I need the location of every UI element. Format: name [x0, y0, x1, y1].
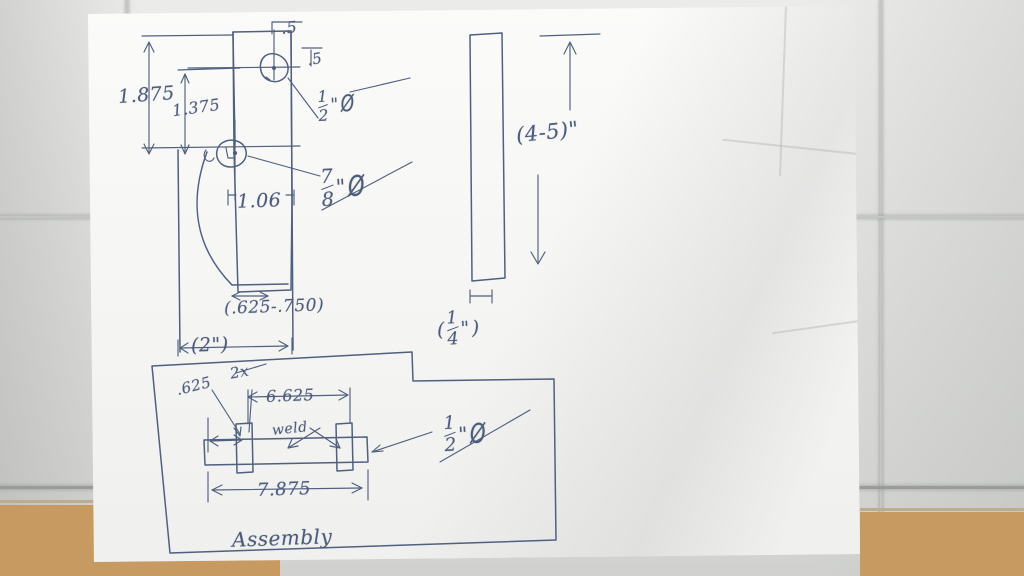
fraction-quarter: 1 4 — [445, 308, 460, 350]
wooden-ledge-right-edge — [860, 508, 1024, 511]
dim-label-top-05: .5 — [280, 17, 299, 38]
dim-1875-arrow-up — [143, 41, 155, 53]
large-hole-outline — [216, 139, 247, 168]
paren-open: ( — [436, 318, 446, 342]
unit-inch-mark: " — [335, 174, 347, 200]
dim-625-arrow-left — [209, 435, 219, 447]
leader-half-inch-hole — [287, 77, 319, 119]
unit-inch-mark: " — [329, 95, 340, 116]
assembly-title: Assembly — [231, 524, 333, 552]
fraction-half-bottom: 1 2 — [442, 412, 458, 456]
leader-half-inch-slash — [349, 77, 411, 93]
weld-leader-right-arrow — [329, 438, 341, 449]
dim-6625-arrow-left — [247, 391, 258, 403]
dim-label-625-750: (.625-.750) — [223, 295, 325, 319]
weld-leader-right — [309, 427, 341, 449]
grout-line-vertical-right — [880, 0, 882, 576]
dim-1375-arrow-up — [180, 73, 190, 84]
dim-2in-arrow-left — [179, 342, 189, 354]
small-hole-tick — [265, 76, 271, 81]
large-hole-tick — [225, 147, 236, 159]
centerline-through-large-hole — [141, 145, 301, 149]
dim-625-arrow-right — [233, 434, 243, 446]
unit-inch-mark: " — [457, 421, 469, 447]
assembly-right-tab — [335, 422, 354, 472]
plate-taper-edge — [196, 151, 233, 286]
wooden-ledge-right — [860, 512, 1024, 576]
dim-106-extension-ticks — [227, 189, 295, 206]
dim-6625-line — [247, 394, 349, 398]
plate-right-edge — [290, 30, 294, 351]
dim-45in-arrow-down — [530, 251, 546, 265]
plate-bottom-inner-edge — [231, 283, 289, 286]
hole-detail-hook — [203, 149, 215, 162]
qty-2x-slash — [235, 363, 267, 374]
diameter-icon: Ø — [340, 90, 356, 119]
callout-quarter-inch-thickness: ( 1 4 " ) — [436, 308, 481, 350]
dim-2in-extension-ticks — [177, 337, 293, 357]
dim-top-05-leader — [271, 21, 303, 35]
dim-1875-arrow-down — [143, 143, 155, 155]
dim-label-7875: 7.875 — [256, 478, 312, 501]
dim-625-leader-arrow — [233, 426, 242, 437]
dim-6625-arrow-right — [338, 389, 349, 401]
leader-bottom-half-inch-arrow — [371, 444, 384, 453]
dim-label-right-05: .5 — [305, 48, 324, 70]
dim-1375-top-extension — [177, 67, 241, 71]
leader-bottom-half-inch — [371, 431, 433, 453]
qty-label-2x: 2x — [228, 361, 251, 383]
dim-label-1875: 1.875 — [117, 82, 176, 108]
plate-outline — [232, 30, 293, 293]
dim-label-2in: (2") — [190, 333, 230, 357]
paren-close: ) — [471, 317, 481, 340]
assembly-region-outline — [151, 351, 557, 554]
dim-7875-arrow-left — [211, 484, 223, 496]
unit-inch-mark: " — [459, 317, 471, 340]
dim-1375-arrow-down — [180, 144, 190, 155]
dim-right-05-leader — [301, 47, 323, 67]
fraction-seven-eighths: 7 8 — [319, 164, 335, 211]
dim-label-6625: 6.625 — [265, 385, 315, 406]
diameter-icon: Ø — [347, 169, 366, 203]
dim-7875-arrow-right — [351, 482, 363, 494]
callout-seven-eighths-diameter: 7 8 " Ø — [319, 164, 366, 211]
dim-label-106: 1.06 — [236, 189, 282, 213]
diameter-icon: Ø — [469, 416, 487, 450]
dim-6625-extension-ticks — [247, 387, 351, 425]
leader-seven-eighths-hole — [247, 155, 321, 177]
plate-left-outer-edge — [177, 149, 181, 353]
small-hole-outline — [259, 53, 289, 83]
fraction-half: 1 2 — [317, 86, 330, 125]
dim-2in-arrow-right — [278, 340, 289, 352]
callout-half-inch-diameter-bottom: 1 2 " Ø — [442, 412, 487, 456]
weld-leader-left-arrow — [287, 438, 299, 449]
dim-625-line — [209, 439, 243, 442]
leader-bottom-half-inch-slash — [439, 409, 531, 463]
dim-625750-arrow-left — [231, 291, 241, 301]
leader-seven-eighths-slash — [321, 161, 413, 211]
assembly-long-bar — [203, 436, 369, 466]
dim-45in-top-extension — [539, 33, 601, 37]
centerline-through-small-hole — [187, 66, 301, 69]
bar-thickness-dim-ticks — [469, 289, 493, 304]
dim-45in-arrow-up — [563, 41, 577, 55]
assembly-left-tab — [235, 422, 254, 474]
dim-7875-line — [211, 487, 363, 491]
dim-1875-top-extension — [141, 34, 233, 37]
dim-625750-arrow-right — [259, 291, 269, 301]
dim-625-leader — [211, 389, 241, 435]
flat-bar-outline — [469, 32, 506, 282]
dim-7875-extension-ticks — [207, 469, 369, 503]
dim-2in-line — [179, 345, 289, 349]
callout-half-inch-diameter: 1 2 " Ø — [317, 86, 356, 125]
